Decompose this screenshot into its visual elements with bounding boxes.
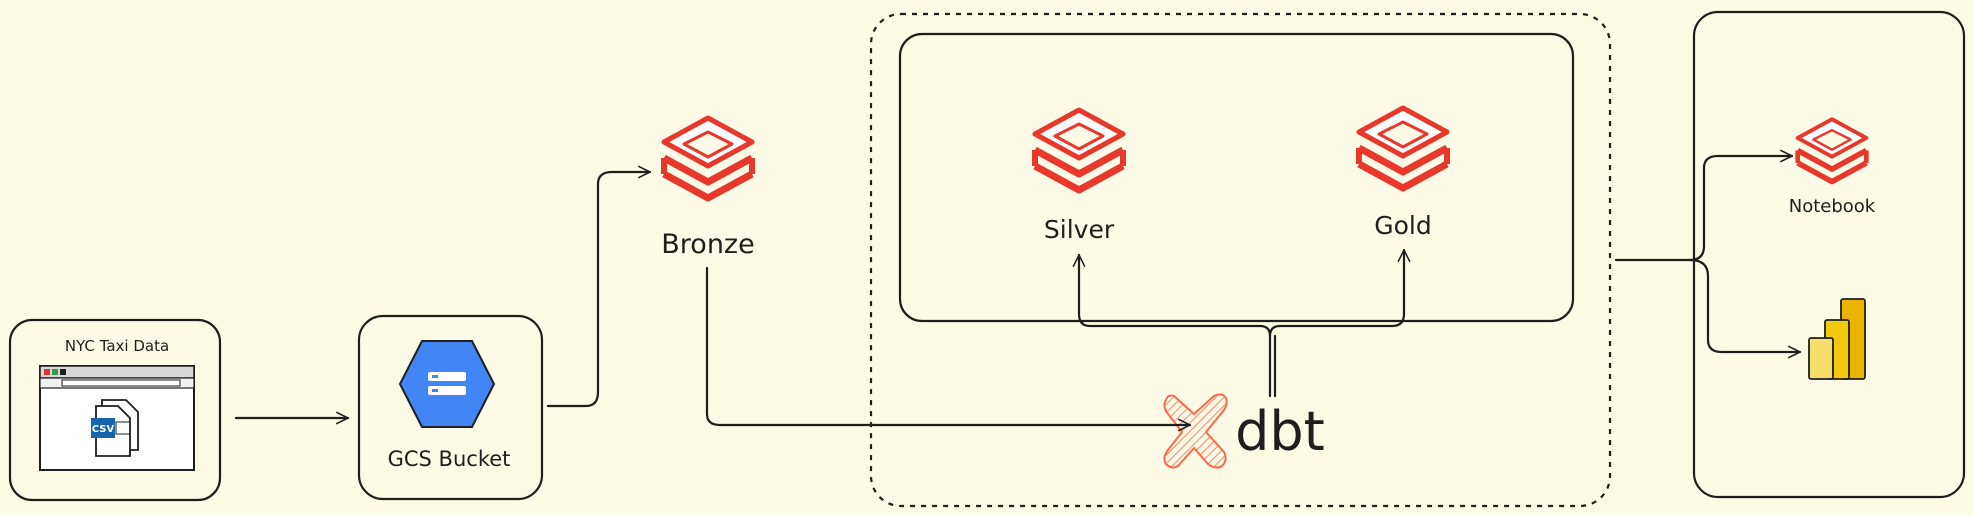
silver-node: Silver: [1035, 110, 1123, 244]
browser-csv-file-icon: CSV: [39, 365, 195, 471]
connectors: [234, 149, 1802, 432]
notebook-node: Notebook: [1789, 119, 1876, 217]
source-title: NYC Taxi Data: [65, 337, 169, 355]
databricks-icon: [664, 118, 752, 198]
gold-label: Gold: [1374, 211, 1431, 240]
arrow-to-notebook: [1614, 149, 1794, 262]
source-box: [8, 318, 222, 502]
bronze-node: Bronze: [661, 118, 754, 260]
dbt-icon: [1163, 393, 1228, 469]
databricks-icon: [1798, 119, 1867, 181]
powerbi-icon: [1808, 298, 1866, 380]
arrow-dbt-to-silver: [1072, 253, 1272, 398]
csv-badge: [91, 418, 115, 438]
gold-node: Gold: [1359, 108, 1447, 240]
dbt-container: [869, 12, 1612, 508]
bronze-label: Bronze: [661, 229, 754, 260]
lakehouse-box: [898, 32, 1575, 323]
dbt-label: dbt: [1235, 400, 1325, 463]
gcs-bucket-icon: [398, 340, 496, 428]
arrow-dbt-to-gold: [1268, 248, 1411, 338]
dbt-node: dbt: [1163, 393, 1325, 469]
source-node: NYC Taxi Data CSV: [8, 318, 222, 502]
databricks-icon: [1035, 110, 1123, 190]
arrow-to-powerbi: [1688, 258, 1802, 359]
databricks-icon: [1359, 108, 1447, 188]
silver-label: Silver: [1044, 215, 1115, 244]
arrow-gcs-to-bronze: [546, 165, 652, 408]
gcs-label: GCS Bucket: [388, 447, 511, 471]
csv-badge-text: CSV: [92, 424, 115, 435]
consumers-box: [1692, 10, 1966, 499]
notebook-label: Notebook: [1789, 196, 1876, 217]
arrow-bronze-to-dbt: [705, 266, 1192, 432]
gcs-node: GCS Bucket: [357, 314, 544, 501]
gcs-box: [357, 314, 544, 501]
